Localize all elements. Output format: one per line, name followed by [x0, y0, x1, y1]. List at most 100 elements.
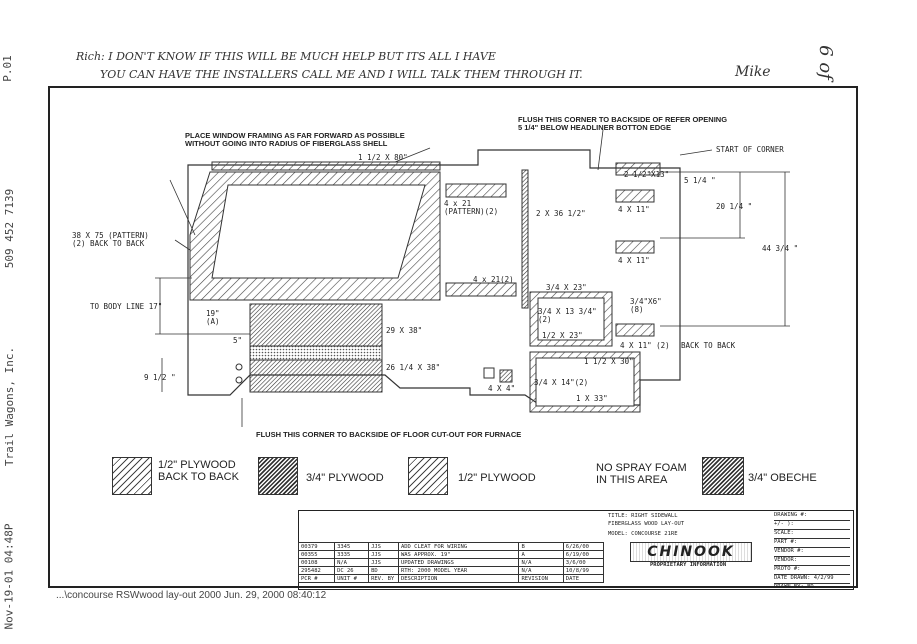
- dim-d6: 3/4 X 13 3/4" (2): [538, 307, 597, 324]
- field: DRAWN BY: BD: [774, 584, 814, 590]
- dim-d7: 1/2 X 23": [542, 331, 583, 340]
- dim-d4: 2 X 36 1/2": [536, 209, 586, 218]
- cell-desc: WAS APPROX. 19": [397, 550, 520, 559]
- dim-d17: 4 X 11": [618, 256, 650, 265]
- cell-pcr: 00379: [297, 542, 336, 551]
- callout-body-line: TO BODY LINE 17": [90, 302, 163, 311]
- legend-swatch-half-plywood: [408, 457, 448, 495]
- legend-label-5: 3/4" OBECHE: [748, 472, 817, 484]
- callout-start-corner: START OF CORNER: [716, 145, 784, 154]
- dim-d14: 26 1/4 X 38": [386, 363, 441, 372]
- hole-1: [235, 363, 243, 371]
- cell-date: DATE: [562, 574, 605, 583]
- file-footer: ...\concourse RSWwood lay-out 2000 Jun. …: [56, 590, 327, 601]
- legend-swatch-obeche: [702, 457, 744, 495]
- piece-2x36: [521, 169, 529, 309]
- model-text: MODEL: CONCOURSE 21RE: [608, 531, 678, 537]
- field: DRAWING #:: [774, 512, 850, 521]
- callout-pattern: 38 X 75 (PATTERN) (2) BACK TO BACK: [72, 231, 149, 248]
- hole-2: [235, 376, 243, 384]
- dim-d20: 44 3/4 ": [762, 244, 799, 253]
- dim-d5: 3/4 X 23": [546, 283, 587, 292]
- dim-d11: 3/4 X 14"(2): [534, 378, 589, 387]
- cell-desc: ADD CLEAT FOR WIRING: [397, 542, 520, 551]
- callout-flush-top: FLUSH THIS CORNER TO BACKSIDE OF REFER O…: [518, 115, 728, 132]
- dim-d19: 20 1/4 ": [716, 202, 753, 211]
- field: VENDOR:: [774, 557, 850, 566]
- legend-label-3: 1/2" PLYWOOD: [458, 472, 536, 484]
- field: VENDOR #:: [774, 548, 850, 557]
- field: SCALE:: [774, 530, 850, 539]
- cell-rev: REVISION: [518, 574, 564, 583]
- chinook-logo: CHINOOK: [630, 542, 752, 562]
- title-text: TITLE: RIGHT SIDEWALL FIBERGLASS WOOD LA…: [608, 513, 685, 527]
- dim-d2: 4 x 21 (PATTERN)(2): [444, 199, 499, 216]
- dim-d21: 19" (A): [206, 309, 220, 326]
- piece-2x13: [615, 162, 661, 176]
- dim-d22: 5": [233, 336, 243, 345]
- drawing-border: [48, 86, 858, 588]
- dim-d1: 1 1/2 X 80": [358, 153, 408, 162]
- cell-rev: N/A: [518, 558, 564, 567]
- piece-4x11-a: [615, 189, 655, 203]
- handwritten-note-line2: YOU CAN HAVE THE INSTALLERS CALL ME AND …: [100, 68, 583, 81]
- cell-rev: N/A: [518, 566, 564, 575]
- field: PART #:: [774, 539, 850, 548]
- no-foam-strip: [249, 345, 383, 361]
- cell-date: 6/26/00: [562, 542, 605, 551]
- cell-pcr: 00355: [297, 550, 336, 559]
- top-strip: [211, 161, 441, 171]
- legend-label-4: NO SPRAY FOAM IN THIS AREA: [596, 462, 687, 486]
- dim-d8: 3/4"X6" (8): [630, 297, 662, 314]
- callout-back-to-back: BACK TO BACK: [681, 341, 736, 350]
- dim-d15: 2 1/2"X13": [624, 170, 670, 179]
- cell-desc: UPDATED DRAWINGS: [397, 558, 520, 567]
- cell-unit: UNIT #: [334, 574, 370, 583]
- legend-swatch-half-plywood-b2b: [112, 457, 152, 495]
- dim-d9: 4 X 11" (2): [620, 341, 670, 350]
- piece-4x11-c: [615, 323, 655, 337]
- furnace-box-inner: [537, 297, 605, 341]
- signature: Mike: [735, 64, 771, 80]
- legend-label-2: 3/4" PLYWOOD: [306, 472, 384, 484]
- piece-4x21-lower: [445, 282, 517, 297]
- lower-box-inner: [535, 357, 635, 407]
- proprietary-text: PROPRIETARY INFORMATION: [650, 562, 727, 568]
- cell-date: 3/6/00: [562, 558, 605, 567]
- cell-rev: A: [518, 550, 564, 559]
- cell-unit: 3335: [334, 550, 370, 559]
- cell-rev: B: [518, 542, 564, 551]
- piece-4x4: [499, 369, 513, 383]
- field: PROTO #:: [774, 566, 850, 575]
- dim-d24: 4 X 4": [488, 384, 516, 393]
- field: +/- ):: [774, 521, 850, 530]
- cell-desc: RTH: 2000 MODEL YEAR: [397, 566, 520, 575]
- cell-unit: DC 26: [334, 566, 370, 575]
- window-opening: [211, 184, 426, 279]
- dim-d18: 5 1/4 ": [684, 176, 716, 185]
- cell-by: JJS: [368, 550, 399, 559]
- dim-d23: 9 1/2 ": [144, 373, 176, 382]
- dim-d10: 1 1/2 X 30": [584, 357, 634, 366]
- cell-desc: DESCRIPTION: [397, 574, 520, 583]
- piece-29x38: [249, 303, 383, 347]
- callout-flush-bottom: FLUSH THIS CORNER TO BACKSIDE OF FLOOR C…: [256, 430, 522, 439]
- legend-label-1: 1/2" PLYWOOD BACK TO BACK: [158, 459, 239, 483]
- piece-4x21-upper: [445, 183, 507, 198]
- cell-unit: 3345: [334, 542, 370, 551]
- cell-by: JJS: [368, 542, 399, 551]
- callout-window: PLACE WINDOW FRAMING AS FAR FORWARD AS P…: [185, 131, 405, 148]
- cell-date: 6/19/00: [562, 550, 605, 559]
- dim-d12: 1 X 33": [576, 394, 608, 403]
- piece-4x11-b: [615, 240, 655, 254]
- cell-unit: N/A: [334, 558, 370, 567]
- dim-d3: 4 x 21(2): [473, 275, 514, 284]
- cell-pcr: 295482: [297, 566, 336, 575]
